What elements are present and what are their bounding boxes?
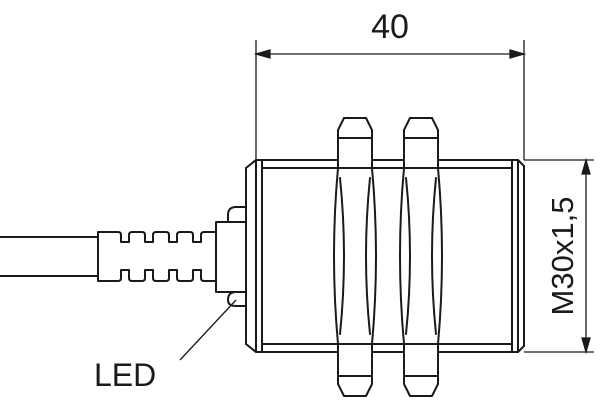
nut-rear xyxy=(333,117,377,397)
nut-front xyxy=(399,117,443,397)
cable xyxy=(0,236,99,277)
thread-dimension-label: M30x1,5 xyxy=(545,197,580,316)
rear-housing xyxy=(245,159,257,353)
led-indicators xyxy=(227,206,247,307)
strain-relief xyxy=(97,231,217,282)
thread-dimension xyxy=(524,157,594,355)
length-dimension xyxy=(253,40,527,160)
rear-cap xyxy=(215,221,247,293)
length-dimension-label: 40 xyxy=(371,8,409,46)
threaded-body xyxy=(255,159,519,353)
led-label: LED xyxy=(94,357,156,393)
led-leader-line xyxy=(179,299,237,361)
sensor-face xyxy=(517,159,525,353)
